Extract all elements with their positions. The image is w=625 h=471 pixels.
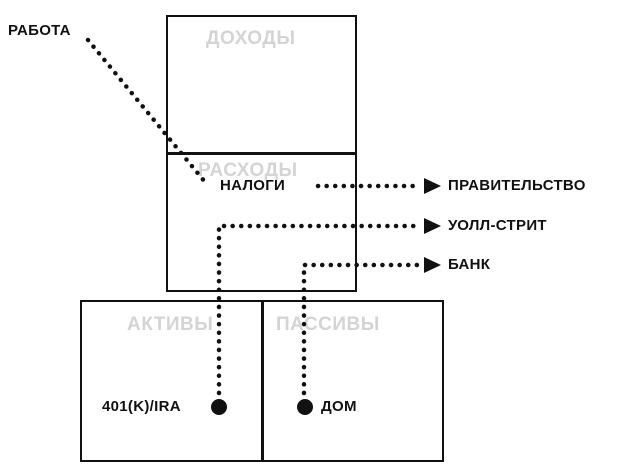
home-dot-icon (297, 399, 313, 415)
liabilities-box (261, 300, 444, 462)
retirement-label: 401(K)/IRA (102, 398, 181, 415)
wallstreet-arrow-icon (424, 218, 441, 234)
expenses-header: РАСХОДЫ (198, 160, 298, 181)
assets-header: АКТИВЫ (127, 314, 214, 335)
liabilities-header: ПАССИВЫ (276, 314, 380, 335)
government-label: ПРАВИТЕЛЬСТВО (448, 177, 586, 194)
expenses-box (166, 152, 357, 292)
taxes-label: НАЛОГИ (220, 177, 286, 194)
work-label: РАБОТА (8, 22, 71, 39)
income-box (166, 15, 357, 155)
income-header: ДОХОДЫ (206, 28, 296, 49)
retirement-to-wallstreet-line (216, 223, 423, 396)
wallstreet-label: УОЛЛ-СТРИТ (448, 217, 547, 234)
home-label: ДОМ (321, 398, 357, 415)
retirement-dot-icon (211, 399, 227, 415)
home-to-bank-line (301, 262, 423, 396)
bank-label: БАНК (448, 256, 491, 273)
bank-arrow-icon (424, 257, 441, 273)
work-to-taxes-line (85, 37, 208, 185)
assets-box (80, 300, 264, 462)
government-arrow-icon (424, 178, 441, 194)
